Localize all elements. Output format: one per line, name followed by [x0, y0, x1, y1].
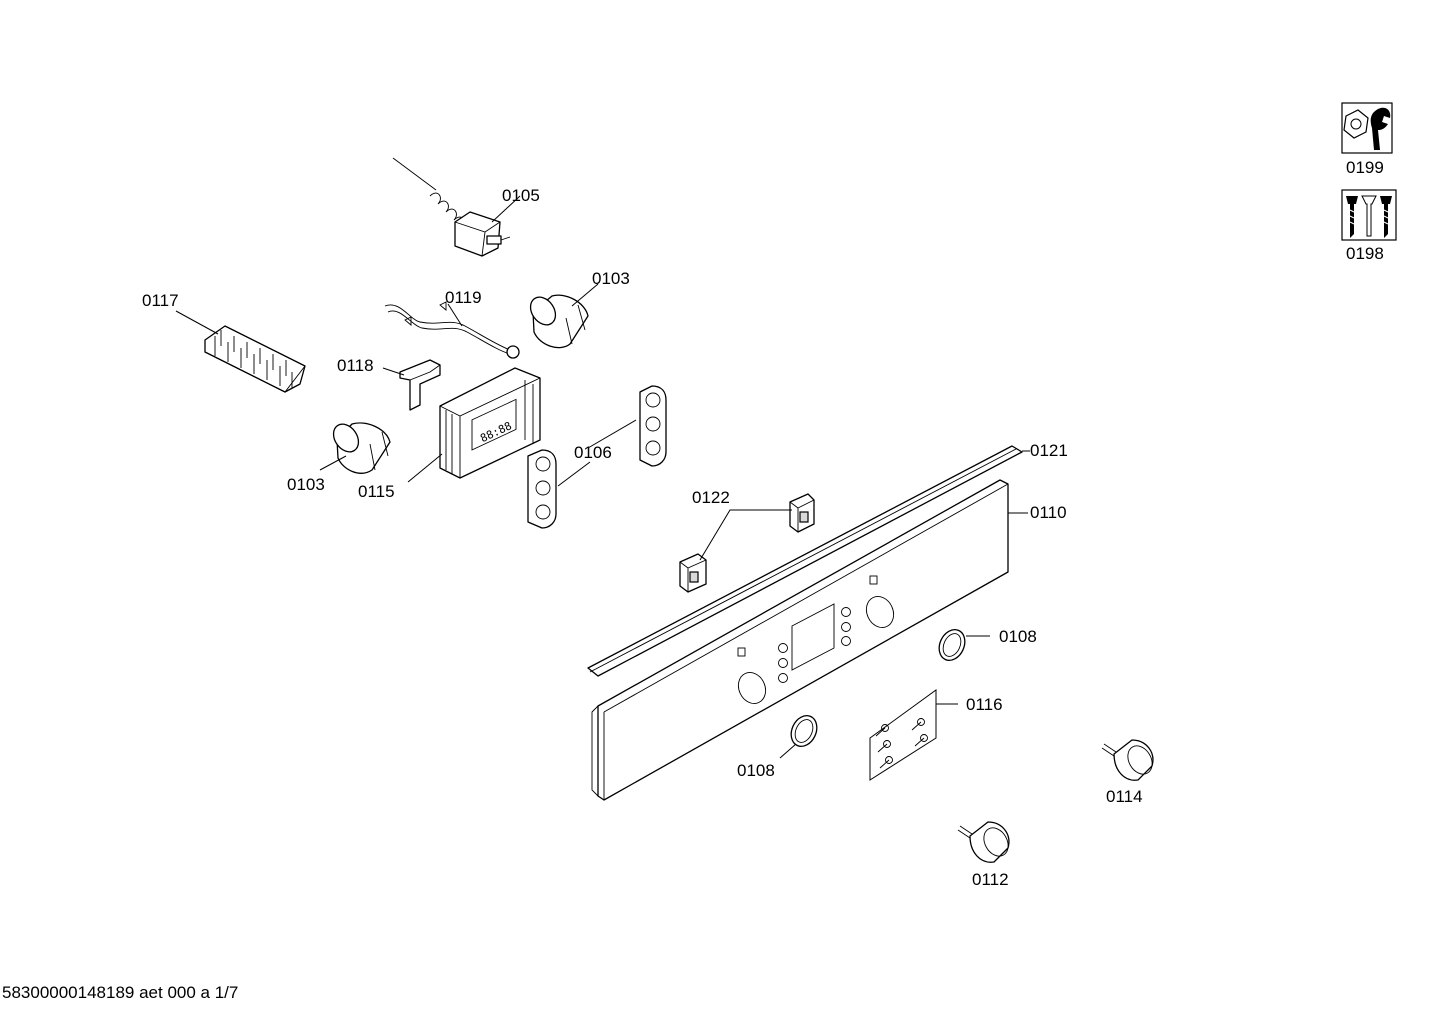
- part-electronic-module-0115[interactable]: 88:88: [439, 367, 541, 479]
- part-bracket-0118[interactable]: [399, 359, 441, 411]
- part-screws-0116[interactable]: [869, 689, 937, 781]
- part-control-panel-0110[interactable]: [591, 479, 1009, 801]
- part-clip-0122-left[interactable]: [679, 553, 707, 593]
- part-knob-0114[interactable]: [1101, 739, 1157, 781]
- callout-0122: 0122: [692, 488, 730, 507]
- callout-0119: 0119: [445, 288, 482, 307]
- callout-0199: 0199: [1346, 158, 1384, 177]
- callout-0121: 0121: [1030, 441, 1068, 460]
- callout-0117: 0117: [142, 291, 179, 310]
- part-cable-0119[interactable]: [384, 301, 520, 359]
- callout-0108-right: 0108: [999, 627, 1037, 646]
- part-ring-0108-bottom[interactable]: [786, 711, 821, 750]
- callout-0114: 0114: [1106, 787, 1143, 806]
- callout-0198: 0198: [1346, 244, 1384, 263]
- part-ring-0108-right[interactable]: [934, 625, 969, 664]
- callout-0112: 0112: [972, 870, 1009, 889]
- part-thermostat-0105[interactable]: [392, 157, 511, 257]
- part-knob-0112[interactable]: [957, 821, 1013, 863]
- part-trim-strip-0121[interactable]: [587, 445, 1023, 677]
- part-light-guide-0106-upper[interactable]: [639, 385, 667, 467]
- callout-0105: 0105: [502, 186, 540, 205]
- callout-0106: 0106: [574, 443, 612, 462]
- part-clip-0122-right[interactable]: [789, 493, 815, 533]
- callout-0116: 0116: [966, 695, 1003, 714]
- callout-0108-bottom: 0108: [737, 761, 775, 780]
- callout-0103-bottom: 0103: [287, 475, 325, 494]
- document-footer-id: 58300000148189 aet 000 a 1/7: [2, 983, 238, 1002]
- callout-0118: 0118: [337, 356, 374, 375]
- part-terminal-block-0117[interactable]: [204, 325, 306, 393]
- callout-0115: 0115: [358, 482, 395, 501]
- screws-icon: [1341, 189, 1397, 241]
- callout-0110: 0110: [1030, 503, 1067, 522]
- part-light-guide-0106-lower[interactable]: [527, 449, 557, 529]
- part-knob-housing-0103-bottom[interactable]: [328, 419, 391, 474]
- nut-wrench-icon: [1341, 102, 1393, 154]
- part-knob-housing-0103-top[interactable]: [525, 292, 589, 349]
- callout-0103-top: 0103: [592, 269, 630, 288]
